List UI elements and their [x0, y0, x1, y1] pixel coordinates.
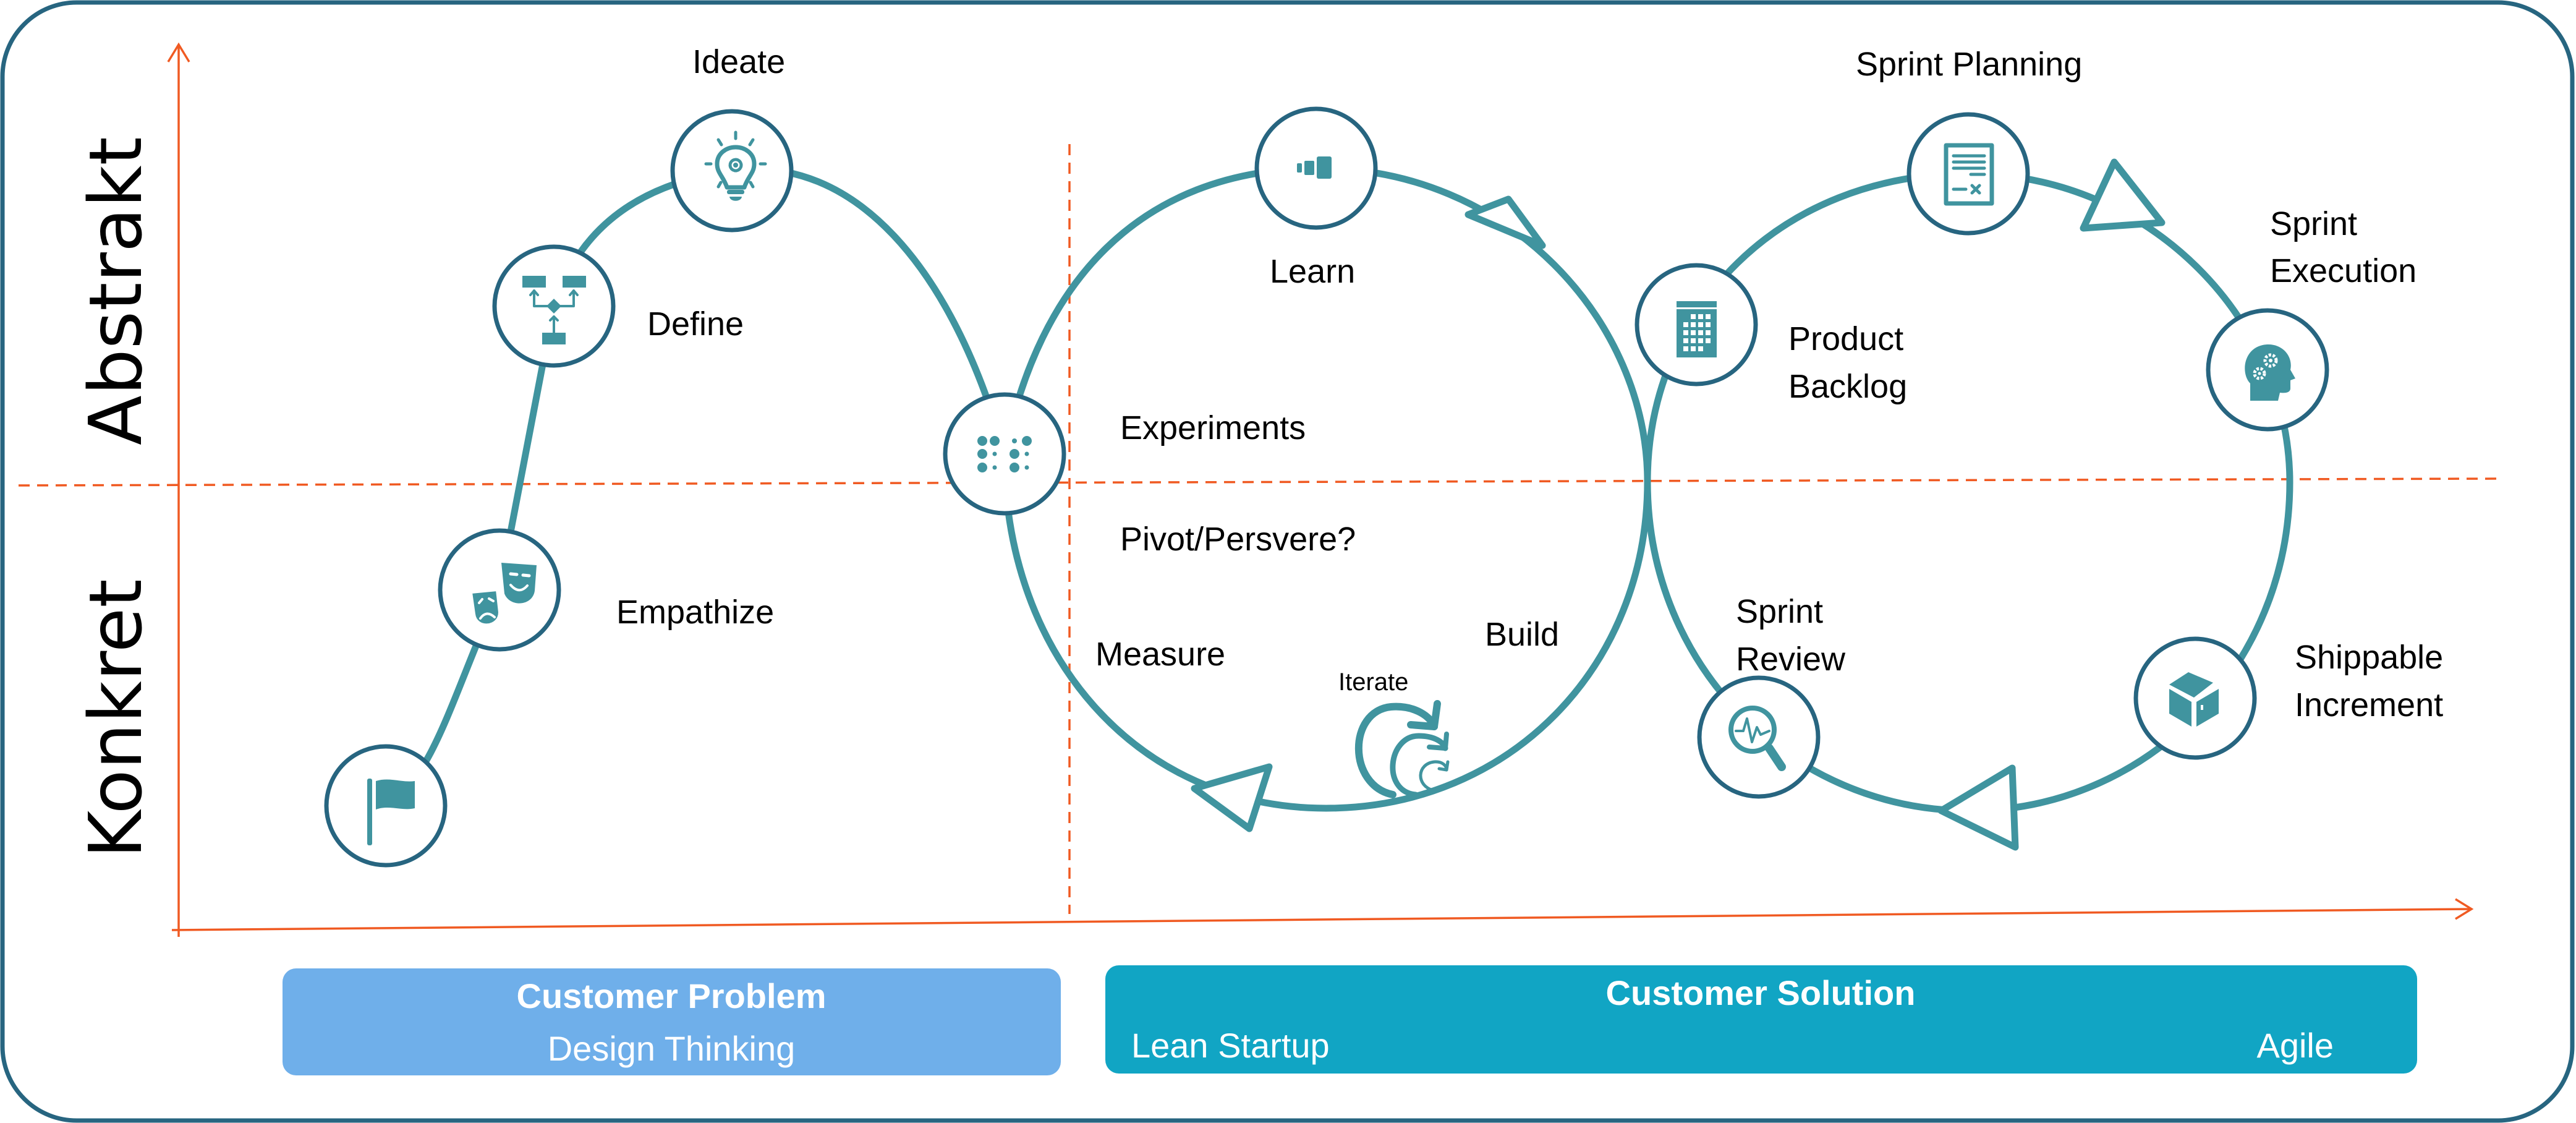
y-axis-label-konkret: Konkret: [73, 579, 158, 858]
node-shippable-increment[interactable]: [2133, 636, 2257, 760]
label-product-backlog-line1: Product: [1788, 320, 1903, 357]
customer-problem-box: Customer Problem Design Thinking: [283, 968, 1061, 1075]
node-define[interactable]: [492, 244, 616, 368]
node-product-backlog[interactable]: [1634, 263, 1758, 386]
customer-solution-box: Customer Solution Lean Startup Agile: [1105, 965, 2417, 1074]
y-axis-label-abstrakt: Abstrakt: [73, 137, 158, 445]
lean-loop-arrow-bottom: [1191, 763, 1273, 832]
agile-loop-arrow-bottom: [1937, 764, 2019, 851]
lightbulb-gear-icon: [704, 130, 767, 201]
abstract-concrete-divider: [18, 477, 2500, 487]
customer-solution-title: Customer Solution: [1606, 973, 1916, 1012]
x-axis: [171, 908, 2472, 931]
flag-icon: [367, 779, 415, 845]
node-empathize[interactable]: [438, 528, 561, 652]
label-sprint-review-line2: Review: [1736, 641, 1846, 678]
label-learn: Learn: [1270, 253, 1355, 290]
node-experiments[interactable]: [943, 392, 1066, 516]
backlog-grid-icon: [1677, 301, 1717, 357]
label-sprint-review-line1: Sprint: [1736, 593, 1823, 630]
label-measure: Measure: [1095, 636, 1225, 673]
label-product-backlog-line2: Backlog: [1788, 368, 1907, 405]
customer-problem-bg: [283, 968, 1061, 1075]
box-icon: [2169, 672, 2219, 727]
node-start[interactable]: [324, 744, 448, 868]
flowchart-icon: [522, 276, 586, 344]
head-gears-icon: [2245, 344, 2295, 401]
document-icon: [1944, 143, 1994, 206]
customer-solution-bg: [1105, 965, 2417, 1074]
label-sprint-planning: Sprint Planning: [1856, 46, 2082, 83]
label-define: Define: [647, 305, 744, 343]
label-iterate: Iterate: [1338, 668, 1408, 696]
magnifier-pulse-icon: [1728, 706, 1786, 771]
node-learn[interactable]: [1254, 106, 1378, 230]
customer-solution-agile: Agile: [2256, 1026, 2334, 1065]
customer-solution-lean-startup: Lean Startup: [1131, 1026, 1330, 1065]
agile-loop-arrow-top: [2080, 158, 2166, 232]
label-pivot-persevere: Pivot/Persvere?: [1120, 521, 1356, 558]
label-ideate: Ideate: [692, 43, 785, 80]
dots-grid-icon: [977, 436, 1032, 472]
lean-loop-arrow-top: [1464, 195, 1546, 249]
y-axis-arrowhead: [167, 42, 190, 62]
node-sprint-execution[interactable]: [2206, 308, 2329, 432]
customer-problem-title: Customer Problem: [517, 976, 827, 1015]
label-build: Build: [1485, 616, 1559, 653]
x-axis-arrowhead: [2455, 898, 2474, 920]
label-sprint-execution-line1: Sprint: [2270, 205, 2357, 242]
label-empathize: Empathize: [616, 594, 774, 631]
axes: [18, 42, 2500, 937]
label-shippable-increment-line2: Increment: [2295, 686, 2443, 724]
label-experiments: Experiments: [1120, 409, 1306, 446]
node-sprint-review[interactable]: [1697, 675, 1821, 799]
node-sprint-planning[interactable]: [1906, 112, 2030, 236]
design-thinking-path: [382, 166, 1008, 809]
node-ideate[interactable]: [670, 109, 794, 233]
label-sprint-execution-line2: Execution: [2270, 252, 2417, 289]
bars-icon: [1297, 156, 1332, 179]
iterate-spiral-icon: [1354, 700, 1450, 798]
theater-masks-icon: [469, 563, 537, 626]
customer-problem-subtitle: Design Thinking: [548, 1029, 796, 1068]
label-shippable-increment-line1: Shippable: [2295, 639, 2443, 676]
